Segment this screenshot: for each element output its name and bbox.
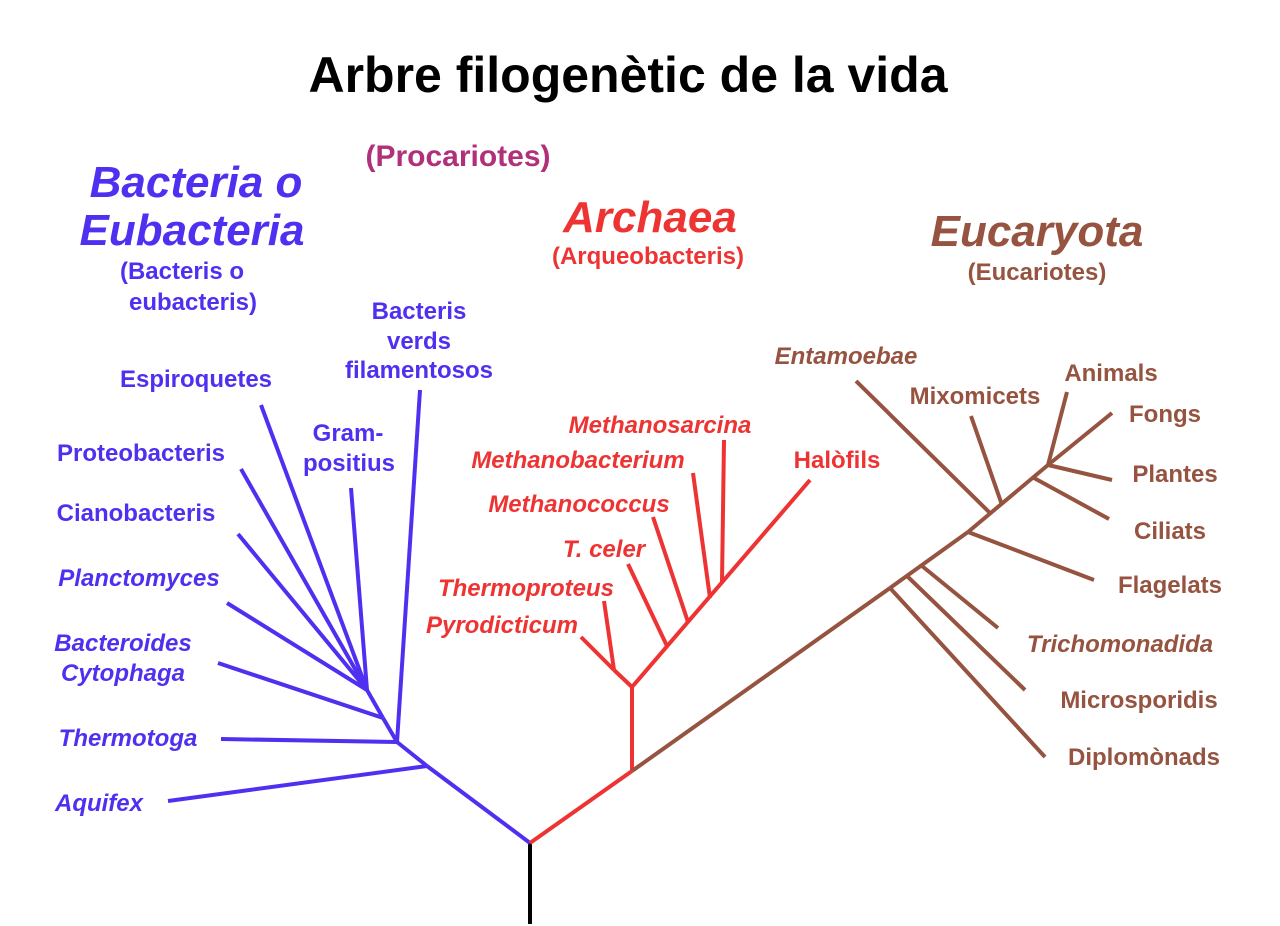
trichomonads-branch: [920, 564, 1000, 630]
bacteria-inner-branch: [395, 740, 429, 768]
bacteria-title-line2: Eubacteria: [80, 206, 305, 255]
crenarchaeota-branch: [612, 668, 634, 689]
leaf-cyanobacteria: Cianobacteris: [57, 500, 216, 527]
leaf-bacteroides-line2: Cytophaga: [61, 660, 185, 687]
slime-molds-branch: [969, 415, 1004, 506]
leaf-green-filamentous-line2: verds: [387, 328, 451, 355]
leaf-proteobacteria: Proteobacteris: [57, 440, 225, 467]
leaf-green-filamentous-line3: filamentosos: [345, 357, 493, 384]
spirochetes-branch: [259, 404, 369, 691]
methanococcus-branch: [651, 516, 690, 623]
leaf-planctomyces: Planctomyces: [58, 565, 219, 592]
leaf-animals: Animals: [1064, 360, 1157, 387]
leaf-plants: Plantes: [1132, 461, 1217, 488]
leaf-methanobacterium: Methanobacterium: [471, 447, 684, 474]
leaf-fungi: Fongs: [1129, 401, 1201, 428]
bacteria-crown-branch: [365, 689, 385, 719]
bacteria-core-branch: [381, 716, 399, 744]
leaf-gram-positive-line2: positius: [303, 450, 395, 477]
leaf-aquifex: Aquifex: [54, 790, 145, 817]
prokaryotes-label: (Procariotes): [365, 140, 550, 173]
plants-branch: [1047, 463, 1113, 482]
eukaryota-subtitle: (Eucariotes): [968, 259, 1107, 286]
methanosarcina-branch: [720, 439, 726, 583]
archaea-eukaryota-stem-branch: [528, 769, 634, 845]
animals-branch: [1046, 391, 1069, 466]
bacteroides-branch: [217, 661, 384, 720]
archaea-title: Archaea: [562, 193, 737, 242]
leaf-slime-molds: Mixomicets: [910, 383, 1041, 410]
bacteria-subtitle-line2: eubacteris): [129, 289, 257, 316]
leaf-halophiles: Halòfils: [794, 447, 881, 474]
leaf-bacteroides-line1: Bacteroides: [54, 630, 191, 657]
cyanobacteria-branch: [236, 532, 369, 692]
archaea-subtitle: (Arqueobacteris): [552, 243, 744, 270]
bacteria-subtitle-line1: (Bacteris o: [120, 258, 244, 285]
eukaryota-stem-branch: [630, 586, 892, 773]
entamoebae-branch: [854, 379, 992, 515]
thermoproteus-branch: [602, 600, 616, 671]
leaf-entamoebae: Entamoebae: [775, 343, 918, 370]
gram-positive-branch: [349, 487, 369, 691]
diplomonads-branch: [888, 586, 1047, 759]
leaf-thermoproteus: Thermoproteus: [438, 575, 614, 602]
leaf-gram-positive-line1: Gram-: [313, 420, 384, 447]
ciliates-branch: [1033, 476, 1110, 521]
leaf-methanosarcina: Methanosarcina: [569, 412, 752, 439]
t-celer-branch: [626, 563, 669, 647]
eukaryota-crown-branch: [966, 463, 1050, 534]
fungi-branch: [1046, 411, 1114, 467]
flagellates-branch: [967, 530, 1095, 582]
leaf-pyrodicticum: Pyrodicticum: [426, 612, 578, 639]
leaf-thermotoga: Thermotoga: [59, 725, 198, 752]
leaf-spirochetes: Espiroquetes: [120, 366, 272, 393]
leaf-green-filamentous-line1: Bacteris: [372, 298, 467, 325]
leaf-t-celer: T. celer: [563, 536, 647, 563]
bacteria-title-line1: Bacteria o: [90, 158, 303, 207]
halophiles-branch: [630, 478, 812, 689]
leaf-methanococcus: Methanococcus: [488, 491, 669, 518]
leaf-flagellates: Flagelats: [1118, 572, 1222, 599]
aquifex-branch: [167, 764, 428, 803]
thermotoga-branch: [220, 737, 398, 744]
microsporidia-branch: [905, 574, 1027, 692]
diagram-title: Arbre filogenètic de la vida: [308, 47, 948, 103]
leaf-diplomonads: Diplomònads: [1068, 744, 1220, 771]
eukaryota-title: Eucaryota: [931, 207, 1144, 256]
pyrodicticum-branch: [579, 635, 616, 672]
leaf-trichomonads: Trichomonadida: [1027, 631, 1213, 658]
eukaryota-trunk-branch: [888, 530, 970, 590]
methanobacterium-branch: [691, 472, 712, 599]
leaf-microsporidia: Microsporidis: [1060, 687, 1217, 714]
proteobacteria-branch: [239, 468, 369, 691]
bacteria-stem-branch: [425, 764, 532, 845]
green-filamentous-branch: [395, 389, 422, 743]
leaf-ciliates: Ciliats: [1134, 518, 1206, 545]
planctomyces-branch: [225, 601, 369, 692]
